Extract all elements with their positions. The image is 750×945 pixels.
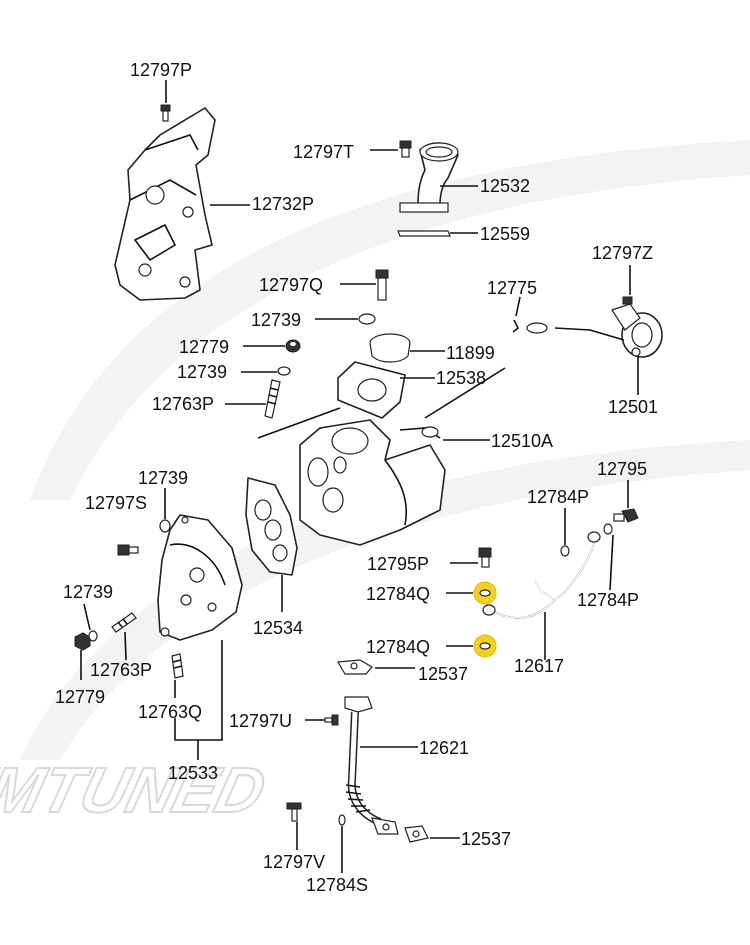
- washer-12784p-icon: [603, 523, 613, 535]
- washer-12739-icon: [88, 630, 98, 642]
- bolt-12797p-icon: [160, 104, 171, 122]
- part-number-label-12784s: 12784S: [306, 875, 368, 895]
- bolt-12797s-icon: [117, 544, 139, 556]
- leader-12538: [257, 367, 506, 439]
- part-number-label-12538: 12538: [436, 368, 486, 388]
- part-number-label-12784pb: 12784P: [577, 590, 639, 610]
- part-number-label-12763pa: 12763P: [152, 394, 214, 414]
- bolt-12797t-icon: [399, 140, 412, 158]
- clip-12775-icon: [512, 319, 520, 333]
- gasket-12534: [245, 477, 298, 576]
- ring-11899: [369, 333, 411, 363]
- part-number-label-11899: 11899: [446, 343, 495, 363]
- part-number-label-12534: 12534: [253, 618, 303, 638]
- stud-12763p-icon: [111, 612, 137, 633]
- part-number-label-12784qb: 12784Q: [366, 637, 430, 657]
- part-number-label-12501: 12501: [608, 397, 658, 417]
- bolt-12797u-icon: [324, 714, 339, 726]
- heat-shield-12732p: [114, 107, 216, 301]
- stud-12763q-icon: [171, 653, 184, 679]
- outlet-elbow-12532: [399, 142, 459, 213]
- part-number-label-12739c: 12739: [138, 468, 188, 488]
- part-number-label-12797z: 12797Z: [592, 243, 653, 263]
- part-number-label-12795p: 12795P: [367, 554, 429, 574]
- part-number-label-12797q: 12797Q: [259, 275, 323, 295]
- part-number-label-12537a: 12537: [418, 664, 468, 684]
- washer-12784q-highlight-icon: [473, 581, 497, 605]
- part-number-label-12763pb: 12763P: [90, 660, 152, 680]
- part-number-label-12795: 12795: [597, 459, 647, 479]
- part-number-label-12533: 12533: [168, 763, 218, 783]
- part-number-label-12510a: 12510A: [491, 431, 553, 451]
- part-number-label-12784qa: 12784Q: [366, 584, 430, 604]
- bolt-12797q-icon: [375, 269, 389, 301]
- part-number-label-12797v: 12797V: [263, 852, 325, 872]
- part-number-label-12779b: 12779: [55, 687, 105, 707]
- bolt-12795-icon: [613, 508, 639, 523]
- part-number-label-12739a: 12739: [251, 310, 301, 330]
- turbocharger-12510a: [299, 419, 446, 546]
- gasket-12559: [397, 230, 451, 237]
- washer-12784p-icon: [560, 545, 570, 557]
- oil-return-pipe-12621: [344, 696, 399, 835]
- part-number-label-12797s: 12797S: [85, 493, 147, 513]
- part-number-label-12797u: 12797U: [229, 711, 292, 731]
- part-number-label-12797p: 12797P: [130, 60, 192, 80]
- part-number-label-12559: 12559: [480, 224, 530, 244]
- part-number-label-12537b: 12537: [461, 829, 511, 849]
- washer-12739-icon: [277, 366, 291, 376]
- turbine-cover-12533: [157, 514, 243, 641]
- part-number-label-12739d: 12739: [63, 582, 113, 602]
- gasket-12537: [337, 659, 373, 675]
- part-number-label-12797t: 12797T: [293, 142, 354, 162]
- watermark-text: STMTUNED: [0, 754, 272, 826]
- gasket-12537: [404, 825, 429, 843]
- oil-pipe-12617: [482, 531, 601, 619]
- part-number-label-12763q: 12763Q: [138, 702, 202, 722]
- part-number-label-12739b: 12739: [177, 362, 227, 382]
- washer-12739-icon: [159, 519, 171, 533]
- bolt-12797v-icon: [286, 802, 302, 822]
- part-number-label-12617: 12617: [514, 656, 564, 676]
- nut-12779-icon: [74, 632, 91, 651]
- part-number-label-12784pa: 12784P: [527, 487, 589, 507]
- washer-12739-icon: [358, 313, 376, 325]
- part-number-label-12621: 12621: [419, 738, 469, 758]
- leader-lines: [80, 80, 639, 873]
- nut-12779-icon: [285, 339, 301, 353]
- part-number-label-12532: 12532: [480, 176, 530, 196]
- part-number-label-12775: 12775: [487, 278, 537, 298]
- washer-12784s-icon: [338, 814, 346, 826]
- stud-12763p-icon: [264, 379, 281, 419]
- flange-gasket-12538: [337, 361, 406, 419]
- washer-12784q-highlight-icon: [473, 634, 497, 658]
- bolt-12795p-icon: [478, 547, 492, 568]
- callout-labels: 12797P 12797T 12532 12732P 12559 12797Z 12797Q…: [55, 60, 658, 895]
- part-number-label-12779a: 12779: [179, 337, 229, 357]
- part-number-label-12732p: 12732P: [252, 194, 314, 214]
- wastegate-actuator-12501: [526, 296, 663, 358]
